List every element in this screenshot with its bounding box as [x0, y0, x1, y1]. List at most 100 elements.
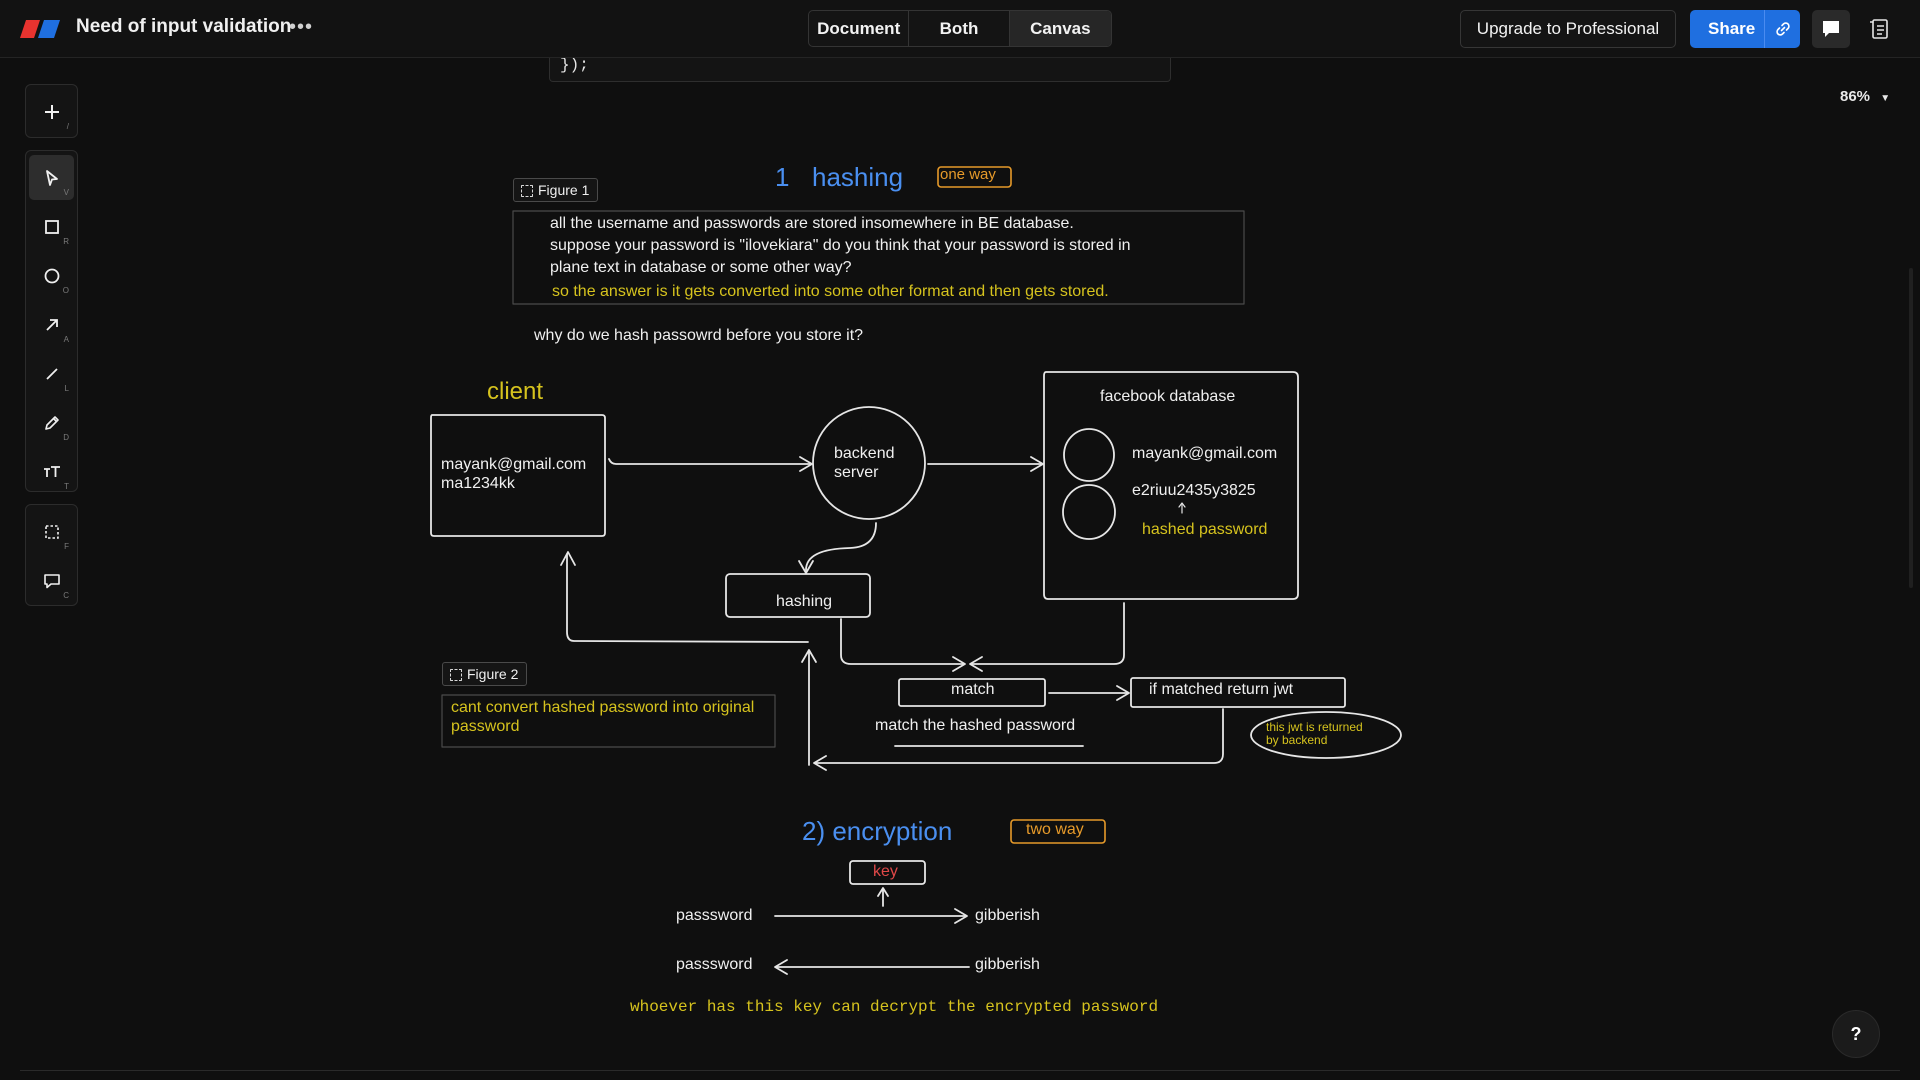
upgrade-button[interactable]: Upgrade to Professional	[1460, 10, 1676, 48]
encrypt-right-label[interactable]: gibberish	[975, 907, 1040, 924]
rectangle-tool[interactable]: R	[29, 204, 74, 249]
share-button[interactable]: Share	[1690, 10, 1800, 48]
question-text[interactable]: why do we hash passowrd before you store…	[534, 327, 864, 344]
arrow-client-to-backend	[608, 458, 811, 465]
jwt-box[interactable]	[1130, 677, 1346, 708]
encrypt-left-label[interactable]: passsword	[676, 907, 753, 924]
figure1-tag[interactable]: Figure 1	[513, 178, 599, 202]
arrow-db-to-match	[971, 602, 1125, 665]
line-icon	[45, 367, 58, 380]
match-note[interactable]: match the hashed password	[875, 717, 1076, 734]
figure2-text[interactable]: password	[451, 718, 520, 735]
jwt-box-label[interactable]: if matched return jwt	[1149, 681, 1294, 698]
cursor-icon	[45, 169, 58, 186]
draw-tool[interactable]: D	[29, 400, 74, 445]
comment-icon	[1823, 21, 1839, 37]
db-record-circle	[1063, 428, 1115, 482]
section1-number[interactable]: 1	[775, 162, 790, 192]
tab-document[interactable]: Document	[809, 11, 910, 46]
shortcut-key: C	[63, 591, 69, 600]
help-button[interactable]: ?	[1832, 1010, 1880, 1058]
copy-link-button[interactable]	[1764, 10, 1800, 48]
one-way-badge[interactable]: one way	[940, 166, 996, 183]
tab-canvas[interactable]: Canvas	[1009, 11, 1111, 46]
client-label[interactable]: client	[487, 378, 544, 405]
encryption-note[interactable]: whoever has this key can decrypt the enc…	[630, 998, 1159, 1016]
vertical-scrollbar[interactable]	[1909, 268, 1913, 588]
arrow-hashing-to-match	[840, 618, 964, 665]
one-way-badge-box[interactable]	[937, 166, 1012, 188]
arrow-jwt-return	[815, 708, 1224, 764]
jwt-note-ellipse[interactable]	[1250, 711, 1402, 759]
arrow-return-to-client	[566, 553, 809, 643]
client-box[interactable]	[430, 414, 606, 537]
section2-heading[interactable]: 2) encryption	[802, 816, 953, 846]
db-hash-note[interactable]: hashed password	[1142, 521, 1268, 538]
horizontal-scrollbar[interactable]	[20, 1070, 1900, 1076]
backend-server-circle[interactable]	[812, 406, 926, 520]
figure1-frame[interactable]	[512, 210, 1245, 305]
backend-label-line1[interactable]: backend	[834, 445, 895, 462]
jwt-note-line: this jwt is returned	[1266, 720, 1363, 734]
two-way-badge[interactable]: two way	[1026, 821, 1084, 838]
outline-button[interactable]	[1864, 12, 1896, 46]
note-line[interactable]: suppose your password is "ilovekiara" do…	[550, 237, 1131, 254]
key-box[interactable]	[849, 860, 926, 885]
client-password[interactable]: ma1234kk	[441, 475, 515, 492]
backend-label-line2[interactable]: server	[834, 464, 879, 481]
connectors-layer	[430, 166, 1402, 975]
key-label[interactable]: key	[873, 863, 898, 880]
match-box-label[interactable]: match	[951, 681, 995, 698]
figure2-label: Figure 2	[467, 666, 519, 682]
jwt-note-line: by backend	[1266, 733, 1328, 747]
select-tool[interactable]: V	[29, 155, 74, 200]
shortcut-key: F	[64, 542, 69, 551]
app-logo-icon[interactable]	[20, 20, 60, 38]
tab-both[interactable]: Both	[909, 11, 1010, 46]
add-button[interactable]: /	[29, 89, 74, 134]
hashing-box-label[interactable]: hashing	[776, 593, 833, 610]
top-bar: Need of input validation ••• Document Bo…	[0, 0, 1920, 58]
link-icon	[1775, 22, 1790, 36]
jwt-note[interactable]: this jwt is returned by backend	[1266, 721, 1363, 747]
ellipse-tool[interactable]: O	[29, 253, 74, 298]
circle-icon	[44, 268, 59, 283]
frame-icon	[44, 524, 59, 539]
note-line[interactable]: plane text in database or some other way…	[550, 259, 852, 276]
figure2-tag[interactable]: Figure 2	[442, 662, 528, 686]
shortcut-key: R	[63, 237, 69, 246]
answer-text[interactable]: so the answer is it gets converted into …	[552, 283, 1109, 300]
code-block[interactable]: });	[549, 58, 1171, 82]
chevron-down-icon: ▼	[1880, 93, 1891, 104]
hashing-box[interactable]	[725, 573, 871, 618]
pencil-icon	[44, 415, 59, 430]
match-box[interactable]	[898, 678, 1046, 707]
share-button-label: Share	[1708, 19, 1756, 38]
more-options-button[interactable]: •••	[288, 16, 313, 38]
shortcut-key: O	[62, 286, 69, 295]
decrypt-right-label[interactable]: gibberish	[975, 956, 1040, 973]
database-box[interactable]	[1043, 371, 1299, 600]
client-email[interactable]: mayank@gmail.com	[441, 456, 587, 473]
shortcut-key: D	[63, 433, 69, 442]
comments-button[interactable]	[1812, 10, 1850, 48]
db-title[interactable]: facebook database	[1100, 388, 1236, 405]
arrow-tool[interactable]: A	[29, 302, 74, 347]
section1-heading[interactable]: hashing	[812, 162, 904, 192]
canvas[interactable]: });	[0, 58, 1920, 1070]
line-tool[interactable]: L	[29, 351, 74, 396]
figure2-text[interactable]: cant convert hashed password into origin…	[451, 699, 755, 716]
decrypt-left-label[interactable]: passsword	[676, 956, 753, 973]
db-email[interactable]: mayank@gmail.com	[1132, 445, 1278, 462]
two-way-badge-box[interactable]	[1010, 819, 1106, 844]
zoom-control[interactable]: 86% ▼	[1840, 88, 1890, 105]
shortcut-key: /	[66, 122, 69, 131]
figure2-frame[interactable]	[441, 694, 776, 748]
document-title[interactable]: Need of input validation	[76, 16, 292, 37]
comment-tool[interactable]: C	[29, 558, 74, 603]
note-line[interactable]: all the username and passwords are store…	[550, 215, 1074, 232]
db-hash[interactable]: e2riuu2435y3825	[1132, 482, 1256, 499]
db-record-circle	[1062, 484, 1116, 540]
frame-tool[interactable]: F	[29, 509, 74, 554]
text-tool[interactable]: T	[29, 449, 74, 494]
